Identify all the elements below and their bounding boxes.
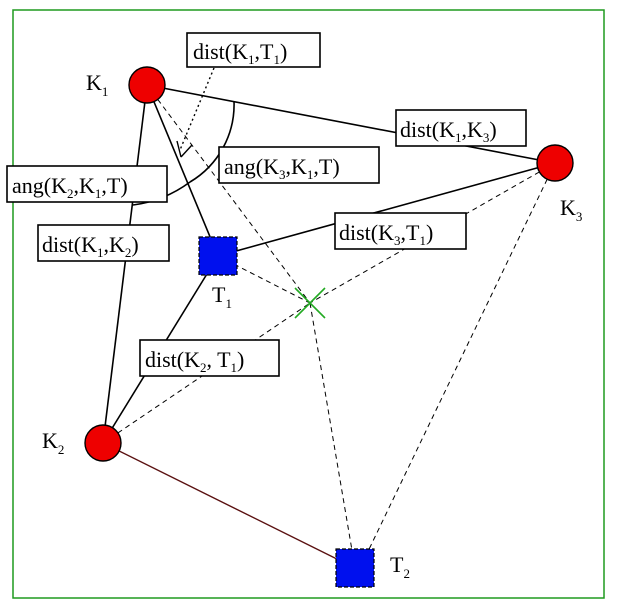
edge-k2-t2 <box>102 442 356 569</box>
label-dist-k2-t1: dist(K2, T1) <box>139 339 280 377</box>
dashed-cross-t2 <box>309 302 356 569</box>
label-dist-k1-t1: dist(K1,T1) <box>186 32 321 68</box>
dashed-k3-cross <box>309 162 556 304</box>
svg-text:dist(K1,K3): dist(K1,K3) <box>400 117 497 145</box>
edge-k1-k3 <box>146 84 556 164</box>
estimated-position-cross-icon <box>294 287 326 319</box>
k1-label: K1 <box>86 70 108 99</box>
label-dist-k3-t1: dist(K3,T1) <box>334 212 467 250</box>
tag-t1-node <box>198 236 238 276</box>
label-ang-k2-k1-t: ang(K2,K1,T) <box>6 165 168 203</box>
label-dist-k1-k2: dist(K1,K2) <box>37 224 170 262</box>
anchor-k1-node <box>128 66 166 104</box>
dashed-lines <box>102 84 556 569</box>
edge-k1-t1 <box>146 84 219 257</box>
svg-text:ang(K3,K1,T): ang(K3,K1,T) <box>224 154 340 182</box>
pointer-dist-k1-t1 <box>179 67 215 151</box>
svg-text:dist(K3,T1): dist(K3,T1) <box>339 220 433 248</box>
anchor-k2-node <box>84 424 122 462</box>
edge-k1-k2 <box>102 84 148 444</box>
k3-label: K3 <box>560 195 582 224</box>
pointer-arrowhead <box>176 140 193 158</box>
dashed-k3-t2 <box>359 162 556 569</box>
solid-edges <box>102 84 556 444</box>
svg-text:dist(K1,K2): dist(K1,K2) <box>42 232 139 260</box>
svg-text:ang(K2,K1,T): ang(K2,K1,T) <box>12 173 128 201</box>
dashed-k1-cross <box>146 84 311 304</box>
svg-text:dist(K1,T1): dist(K1,T1) <box>193 39 287 67</box>
anchor-k3-node <box>536 144 574 182</box>
t2-label: T2 <box>390 552 410 581</box>
dashed-k2-cross <box>102 302 311 444</box>
svg-text:dist(K2, T1): dist(K2, T1) <box>145 347 244 375</box>
t1-label: T1 <box>212 282 232 311</box>
label-ang-k3-k1-t: ang(K3,K1,T) <box>218 146 380 184</box>
tag-t2-node <box>335 548 375 588</box>
label-dist-k1-k3: dist(K1,K3) <box>395 109 527 147</box>
diagram-frame <box>12 9 605 599</box>
edge-k3-t1 <box>217 162 556 257</box>
k2-label: K2 <box>42 428 64 457</box>
